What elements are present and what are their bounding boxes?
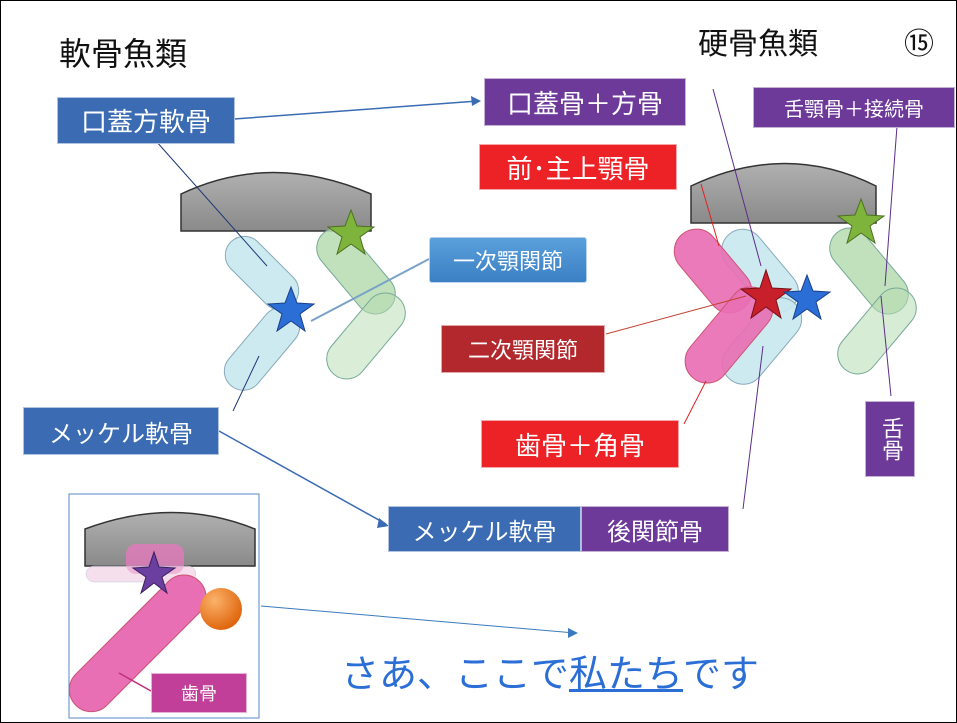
star-red-right [739,268,793,320]
label-dentary-angular: 歯骨＋角骨 [481,420,679,468]
bony-pink-bones [673,228,774,384]
label-dentary: 歯骨 [151,673,247,713]
caption-link[interactable]: 私たち [569,652,684,696]
star-green-right [836,197,886,245]
label-hyoid: 舌骨 [865,401,915,477]
skull-shape-bony [690,162,877,224]
upper-arch-green [316,227,406,380]
caption-suffix: です [683,652,760,696]
label-premaxilla-maxilla: 前･主上顎骨 [479,144,677,190]
label-primary-jaw-joint: 一次顎関節 [429,237,587,283]
label-palatoquadrate: 口蓋方軟骨 [57,97,235,144]
label-meckel-cartilage-bony: メッケル軟骨 [388,506,581,552]
orange-ball [200,588,242,630]
label-palatine-quadrate: 口蓋骨＋方骨 [484,78,686,126]
star-blue-right [782,273,832,321]
caption-prefix: さあ、ここで [341,652,570,696]
label-articular: 後関節骨 [581,506,729,552]
star-purple-inset [131,550,177,595]
title-cartilaginous: 軟骨魚類 [59,35,188,73]
label-secondary-jaw-joint: 二次顎関節 [441,325,605,373]
star-green-left [326,208,376,256]
star-blue-left [266,285,316,333]
inset-dentary-bar [68,574,207,713]
label-hyomandibular-symplectic: 舌顎骨＋接続骨 [753,87,955,128]
title-bony: 硬骨魚類 [698,27,818,62]
bony-green-bones [829,227,917,375]
caption: さあ、ここで私たちです [341,643,759,698]
label-meckel-cartilage: メッケル軟骨 [23,407,219,455]
page-number: ⑮ [904,27,934,62]
connector-lines [118,88,898,692]
